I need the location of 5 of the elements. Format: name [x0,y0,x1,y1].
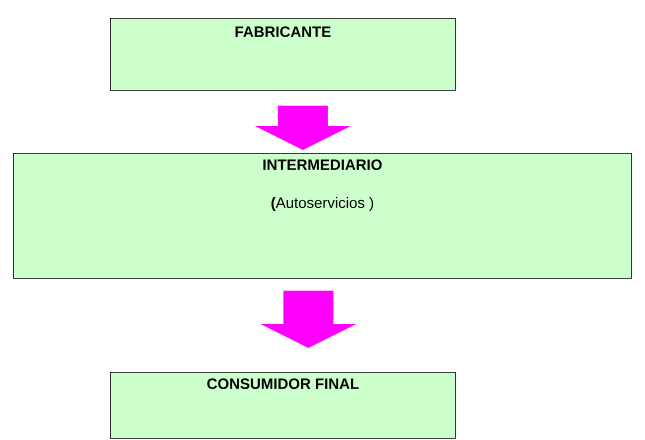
process-box: CONSUMIDOR FINAL [110,372,456,439]
process-box: INTERMEDIARIO (Autoservicios ) [13,153,632,279]
block-arrow [260,290,356,348]
process-box: FABRICANTE [110,18,456,91]
block-arrow [254,106,351,150]
